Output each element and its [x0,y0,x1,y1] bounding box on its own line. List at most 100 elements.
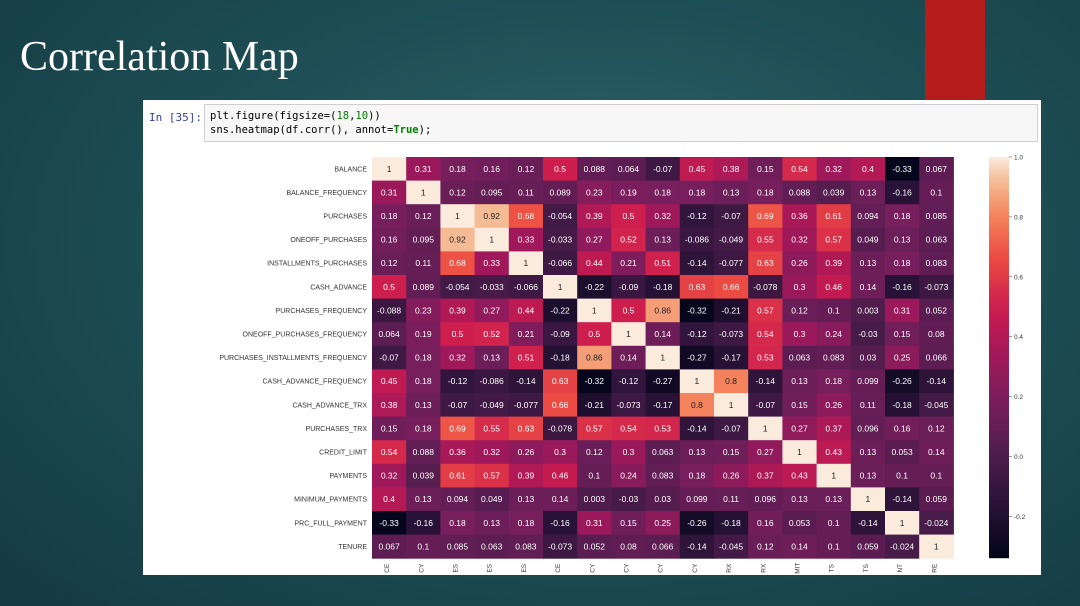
cell-annotation: 1 [900,518,905,528]
heatmap-cell [816,180,852,205]
cell-annotation: 0.052 [584,541,606,551]
cell-annotation: 0.3 [623,447,635,457]
cell-annotation: 0.063 [789,353,811,363]
cell-annotation: 0.63 [757,258,774,268]
heatmap-cell [748,393,783,418]
cell-annotation: -0.16 [414,518,434,528]
heatmap-cell [577,511,612,536]
row-label: ONEOFF_PURCHASES_FREQUENCY [243,332,368,339]
heatmap-cell [611,416,647,441]
heatmap-cell [440,463,476,488]
cell-annotation: -0.32 [687,305,707,315]
cell-annotation: 0.61 [825,211,842,221]
cell-annotation: 0.08 [928,329,945,339]
heatmap-cell [919,511,954,536]
heatmap-cell [919,204,954,229]
heatmap-cell [577,345,612,370]
cell-annotation: -0.024 [924,518,948,528]
heatmap-cell [714,322,749,347]
code-cell[interactable]: plt.figure(figsize=(18,10)) sns.heatmap(… [204,104,1038,142]
cell-annotation: 0.26 [825,400,842,410]
heatmap-cell [577,393,612,418]
heatmap-cell [372,298,407,323]
cell-annotation: 0.3 [794,329,806,339]
heatmap-cell [885,487,920,512]
heatmap-cell [816,534,852,559]
cell-annotation: 0.23 [586,187,603,197]
heatmap-cell [816,227,852,252]
cell-annotation: 0.088 [789,187,811,197]
cell-annotation: 0.067 [378,541,400,551]
heatmap-cell [679,440,715,465]
heatmap-cell [919,157,954,182]
cell-annotation: 0.13 [825,494,842,504]
cell-annotation: 0.095 [413,235,435,245]
heatmap-cell [508,251,544,276]
heatmap-cell [782,393,818,418]
heatmap-cell [714,534,749,559]
cell-annotation: -0.17 [721,353,741,363]
cell-annotation: -0.14 [858,518,878,528]
heatmap-cell [782,440,818,465]
cell-annotation: 0.067 [926,164,948,174]
heatmap-cell [885,345,920,370]
cell-annotation: 0.13 [860,258,877,268]
heatmap-cell [850,157,886,182]
column-label: CY [658,563,665,573]
cell-annotation: 0.14 [860,282,877,292]
cell-annotation: 0.13 [654,235,671,245]
heatmap-cell [645,345,681,370]
cell-annotation: -0.03 [858,329,878,339]
heatmap-cell [543,204,578,229]
heatmap-cell [885,227,920,252]
heatmap-cell [474,322,510,347]
heatmap-cell [714,180,749,205]
cell-annotation: -0.21 [585,400,605,410]
cell-annotation: 0.18 [689,471,706,481]
heatmap-cell [714,440,749,465]
cell-annotation: 0.15 [791,400,808,410]
heatmap-cell [474,393,510,418]
cell-annotation: -0.18 [550,353,570,363]
heatmap-cell [748,487,783,512]
cell-annotation: 0.8 [691,400,703,410]
heatmap-cell [406,511,441,536]
cell-annotation: 0.18 [449,164,466,174]
heatmap-cell [748,180,783,205]
heatmap-cell [714,416,749,441]
code-line-1: plt.figure(figsize=(18,10)) [210,109,1032,123]
accent-bar [925,0,985,100]
cell-annotation: 0.11 [415,258,431,268]
colorbar-tick-label: 0.4 [1014,334,1023,341]
colorbar-tick-label: 1.0 [1014,155,1023,162]
cell-annotation: -0.14 [687,423,707,433]
heatmap-cell [406,251,441,276]
heatmap-cell [885,440,920,465]
heatmap-cell [850,180,886,205]
heatmap-cell [577,298,612,323]
cell-annotation: 0.46 [825,282,842,292]
cell-annotation: 0.1 [930,187,942,197]
heatmap-cell [919,463,954,488]
cell-annotation: 0.25 [894,353,911,363]
heatmap-cell [508,204,544,229]
heatmap-cell [748,511,783,536]
cell-annotation: 0.18 [449,518,466,528]
row-label: CASH_ADVANCE_FREQUENCY [262,379,367,386]
heatmap-cell [714,487,749,512]
heatmap-cell [645,298,681,323]
row-label: CREDIT_LIMIT [319,450,368,457]
heatmap-cell [508,416,544,441]
heatmap-cell [782,511,818,536]
cell-annotation: -0.12 [687,211,707,221]
cell-annotation: 0.03 [654,494,671,504]
cell-annotation: -0.049 [719,235,743,245]
cell-annotation: 0.86 [586,353,603,363]
cell-annotation: 0.44 [518,305,535,315]
heatmap-cell [543,322,578,347]
cell-annotation: 0.92 [449,235,466,245]
cell-annotation: 0.55 [483,423,500,433]
cell-annotation: 0.31 [894,305,911,315]
cell-annotation: 0.14 [928,447,945,457]
cell-annotation: -0.26 [687,518,707,528]
